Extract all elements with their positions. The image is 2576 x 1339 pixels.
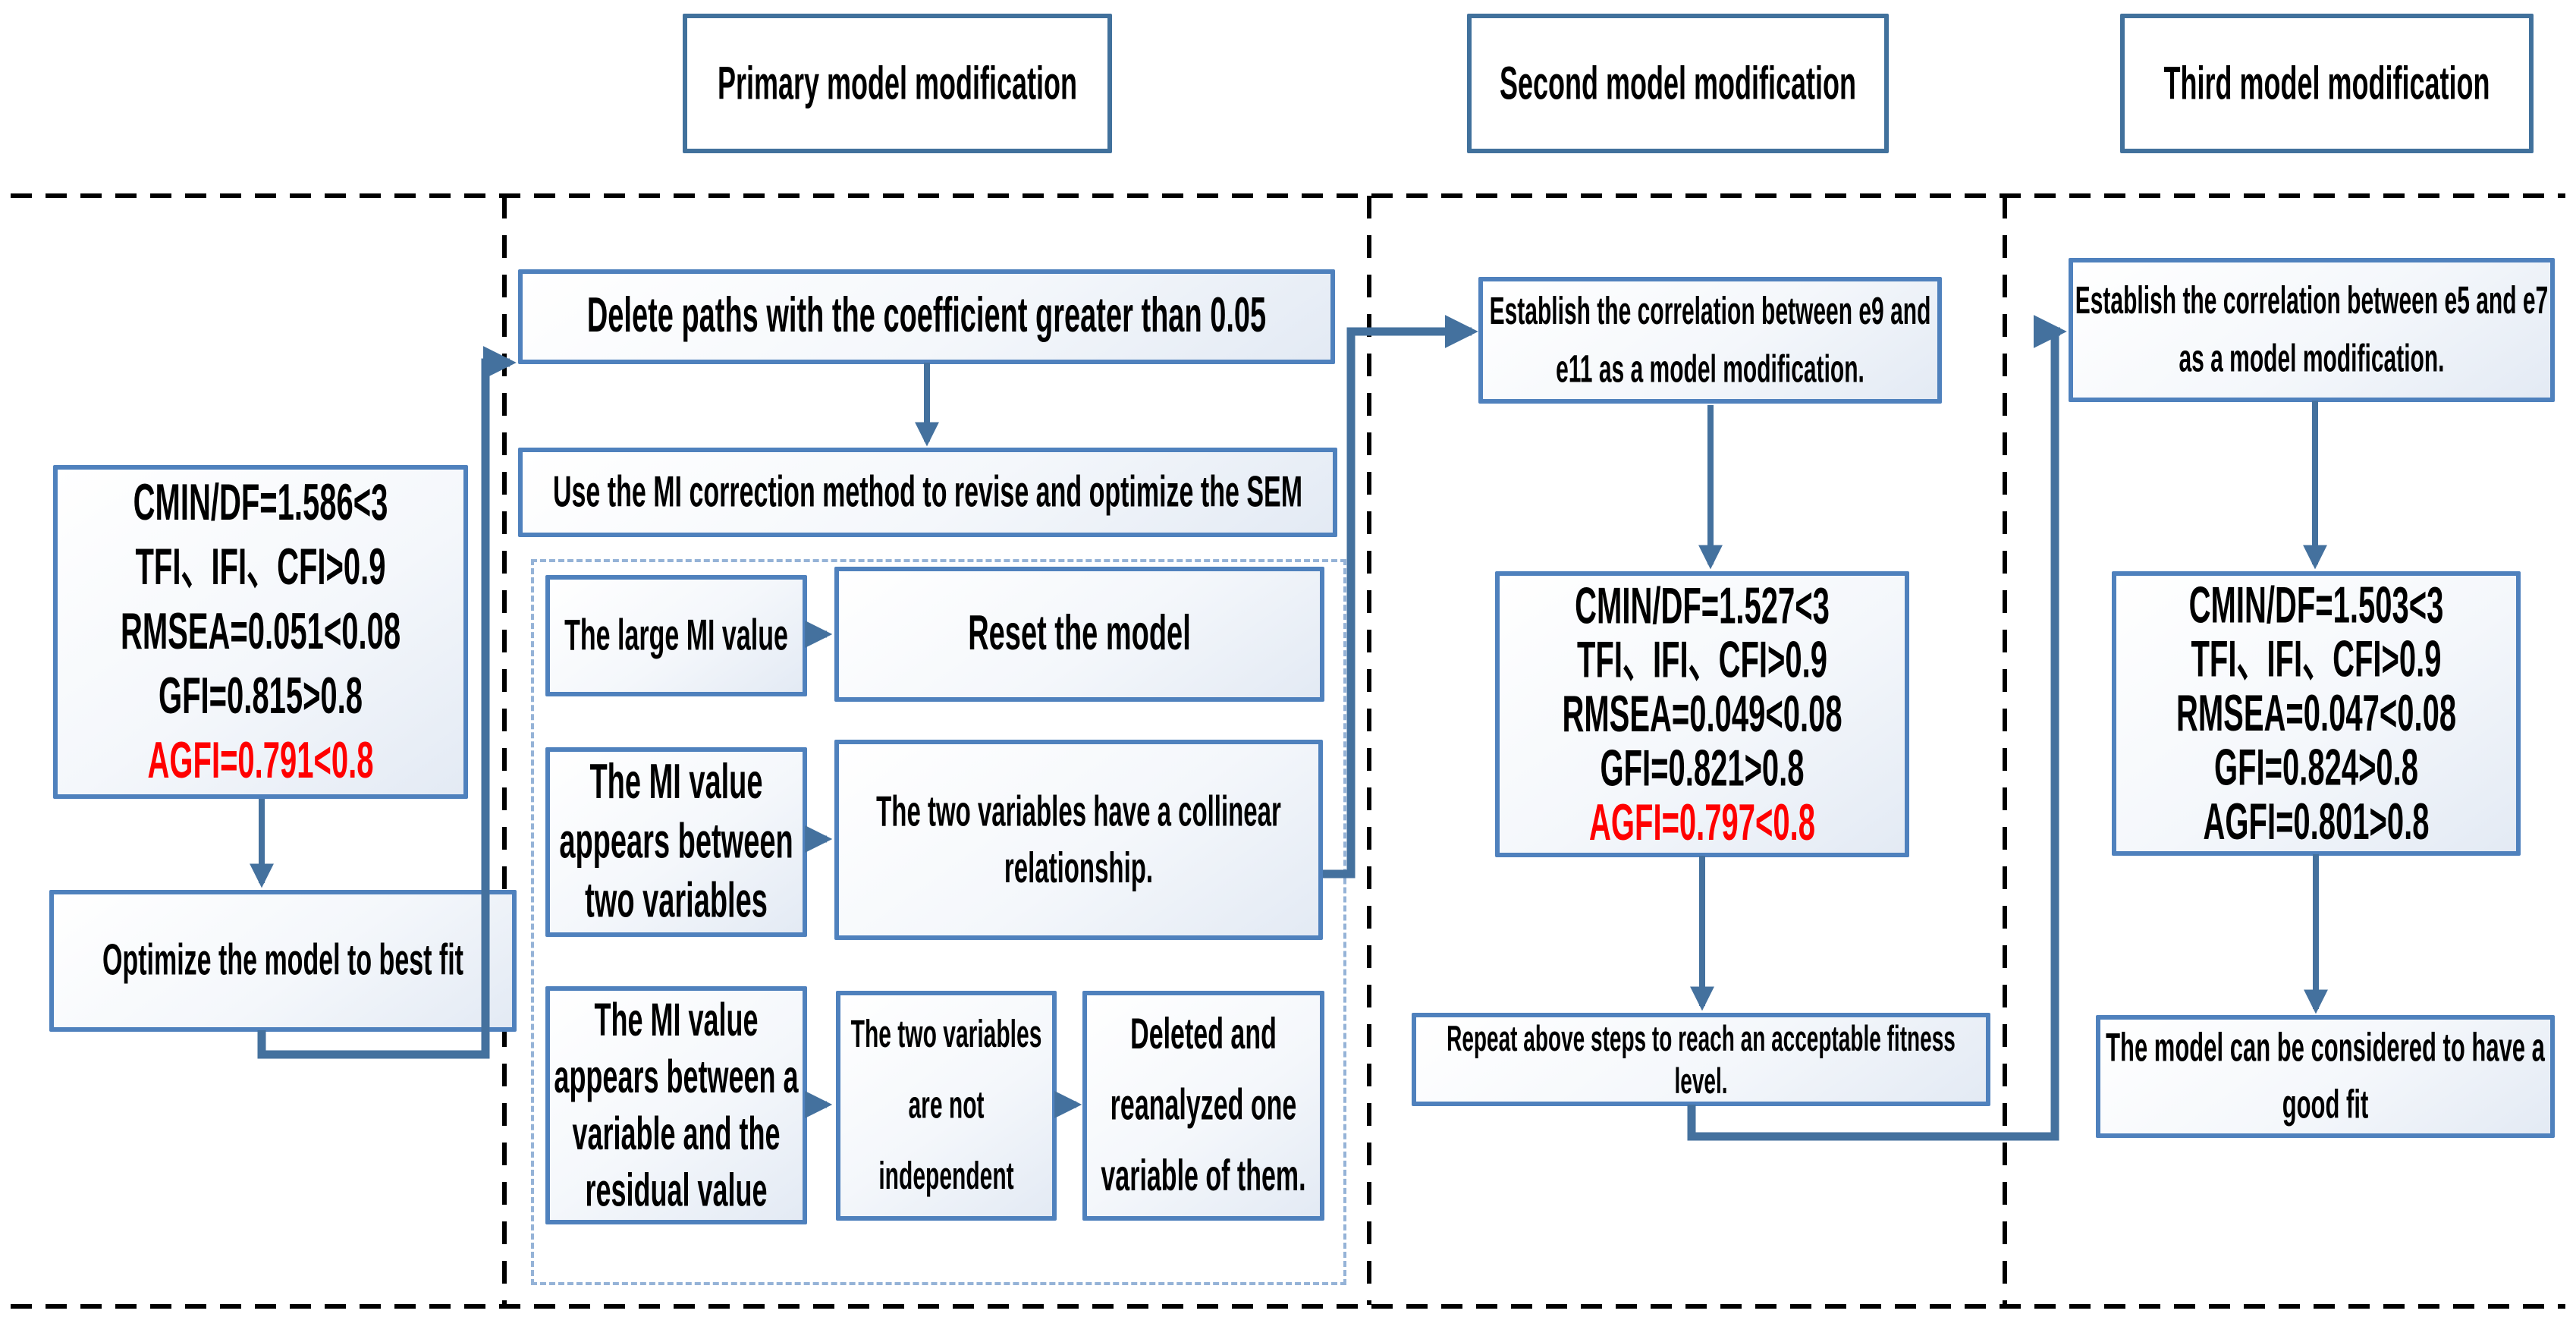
- box-second-stats: CMIN/DF=1.527<3 TFI、IFI、CFI>0.9 RMSEA=0.…: [1495, 571, 1909, 857]
- frame-dash-bottom: [11, 1304, 2565, 1309]
- stat-line: CMIN/DF=1.586<3: [133, 474, 388, 532]
- stat-line: TFI、IFI、CFI>0.9: [1576, 631, 1828, 689]
- stat-line: GFI=0.821>0.8: [1600, 740, 1805, 797]
- mi-case-1-condition-label: The large MI value: [564, 611, 788, 661]
- mi-case-3-result-1-label: The two variables are not independent: [850, 1013, 1042, 1199]
- frame-dash-divider-3: [2003, 196, 2007, 1305]
- box-repeat-steps-label: Repeat above steps to reach an acceptabl…: [1447, 1018, 1956, 1101]
- box-use-mi-label: Use the MI correction method to revise a…: [552, 467, 1303, 517]
- header-primary-label: Primary model modification: [717, 56, 1078, 109]
- stat-line: RMSEA=0.047<0.08: [2175, 685, 2457, 742]
- mi-cases-container: [531, 559, 1346, 1285]
- box-repeat-steps: Repeat above steps to reach an acceptabl…: [1412, 1013, 1990, 1106]
- mi-case-3-condition-label: The MI value appears between a variable …: [554, 993, 799, 1217]
- frame-dash-top: [11, 193, 2565, 198]
- box-third-stats: CMIN/DF=1.503<3 TFI、IFI、CFI>0.9 RMSEA=0.…: [2112, 571, 2521, 856]
- header-third: Third model modification: [2120, 14, 2534, 153]
- mi-case-1-result-label: Reset the model: [968, 606, 1191, 661]
- box-establish-e9-e11: Establish the correlation between e9 and…: [1478, 277, 1942, 404]
- box-delete-paths: Delete paths with the coefficient greate…: [518, 269, 1335, 364]
- box-use-mi: Use the MI correction method to revise a…: [518, 448, 1337, 537]
- box-optimize: Optimize the model to best fit: [49, 890, 517, 1032]
- stat-line: CMIN/DF=1.503<3: [2188, 577, 2444, 634]
- box-establish-e5-e7-label: Establish the correlation between e5 and…: [2075, 279, 2549, 381]
- box-delete-paths-label: Delete paths with the coefficient greate…: [586, 288, 1267, 344]
- box-mi-case-2-result: The two variables have a collinear relat…: [834, 740, 1323, 940]
- box-good-fit-label: The model can be considered to have a go…: [2106, 1025, 2545, 1127]
- frame-dash-divider-1: [502, 196, 507, 1305]
- stat-line: RMSEA=0.049<0.08: [1562, 686, 1842, 743]
- stat-line: GFI=0.824>0.8: [2213, 739, 2419, 797]
- stat-line-fail: AGFI=0.797<0.8: [1589, 794, 1815, 851]
- header-third-label: Third model modification: [2163, 56, 2490, 109]
- frame-dash-divider-2: [1367, 196, 1371, 1305]
- header-second-label: Second model modification: [1499, 56, 1857, 109]
- stat-line-fail: AGFI=0.791<0.8: [147, 732, 374, 790]
- box-initial-stats: CMIN/DF=1.586<3 TFI、IFI、CFI>0.9 RMSEA=0.…: [53, 465, 468, 799]
- box-mi-case-2-condition: The MI value appears between two variabl…: [545, 747, 807, 937]
- stat-line: TFI、IFI、CFI>0.9: [2191, 630, 2442, 688]
- stat-line: AGFI=0.801>0.8: [2203, 793, 2430, 850]
- stat-line: CMIN/DF=1.527<3: [1575, 577, 1830, 635]
- box-mi-case-3-condition: The MI value appears between a variable …: [545, 986, 807, 1224]
- box-optimize-label: Optimize the model to best fit: [102, 935, 464, 985]
- mi-case-2-condition-label: The MI value appears between two variabl…: [559, 756, 793, 929]
- header-primary: Primary model modification: [683, 14, 1112, 153]
- header-second: Second model modification: [1467, 14, 1889, 153]
- box-mi-case-3-result-1: The two variables are not independent: [836, 991, 1057, 1221]
- box-good-fit: The model can be considered to have a go…: [2096, 1015, 2555, 1138]
- stat-line: RMSEA=0.051<0.08: [120, 603, 401, 661]
- stat-line: GFI=0.815>0.8: [158, 668, 363, 725]
- box-establish-e9-e11-label: Establish the correlation between e9 and…: [1489, 290, 1931, 391]
- box-establish-e5-e7: Establish the correlation between e5 and…: [2069, 258, 2555, 402]
- box-mi-case-1-result: Reset the model: [834, 567, 1324, 702]
- mi-case-3-result-2-label: Deleted and reanalyzed one variable of t…: [1101, 1009, 1306, 1201]
- stat-line: TFI、IFI、CFI>0.9: [135, 539, 386, 596]
- box-mi-case-3-result-2: Deleted and reanalyzed one variable of t…: [1082, 991, 1324, 1221]
- box-mi-case-1-condition: The large MI value: [545, 575, 807, 696]
- mi-case-2-result-label: The two variables have a collinear relat…: [876, 787, 1281, 891]
